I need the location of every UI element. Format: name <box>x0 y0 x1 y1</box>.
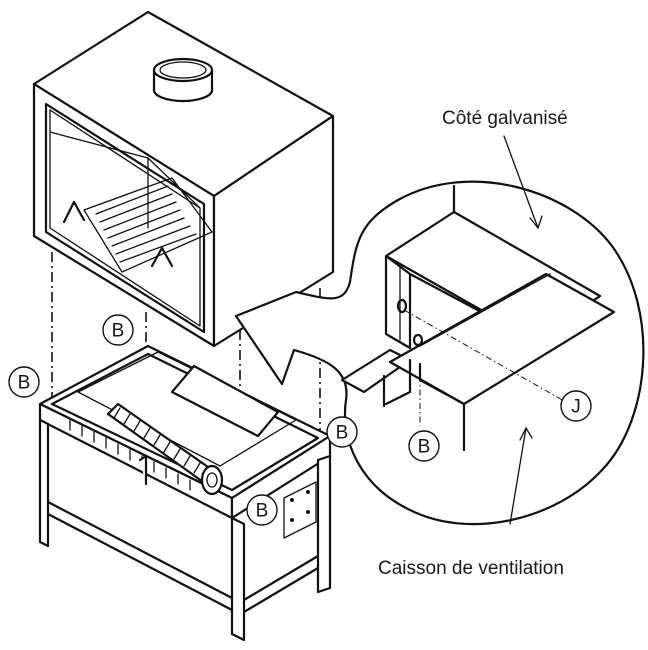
stand-frame <box>38 344 332 642</box>
label-galvanized-side: Côté galvanisé <box>442 108 568 129</box>
label-ventilation-box: Caisson de ventilation <box>378 558 564 579</box>
fireplace-box <box>32 10 335 348</box>
svg-text:B: B <box>112 321 125 342</box>
svg-text:B: B <box>418 437 431 458</box>
callout-b-2: B <box>8 366 40 398</box>
callout-j: J <box>560 390 592 422</box>
svg-text:J: J <box>571 397 581 418</box>
detail-view <box>340 135 616 525</box>
callout-b-5: B <box>408 430 440 462</box>
callout-b-1: B <box>102 314 134 346</box>
svg-text:B: B <box>18 373 31 394</box>
callout-b-3: B <box>326 416 358 448</box>
callout-b-4: B <box>246 494 278 526</box>
svg-text:B: B <box>256 501 269 522</box>
svg-text:B: B <box>336 423 349 444</box>
